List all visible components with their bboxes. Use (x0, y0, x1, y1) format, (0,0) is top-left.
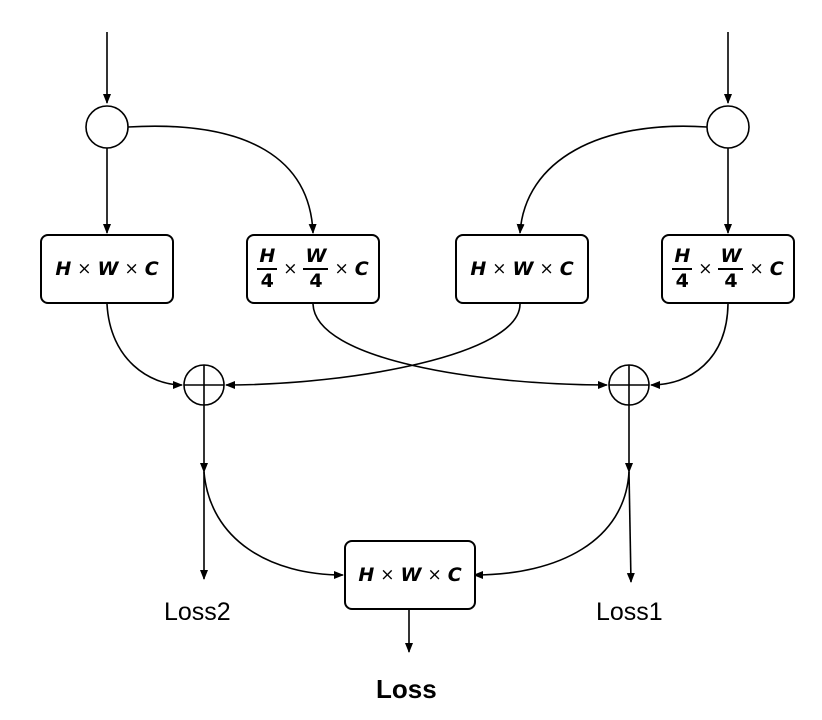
times-sign: × (749, 259, 764, 279)
dim-h: H (55, 258, 72, 280)
fraction-denominator: 4 (260, 270, 274, 292)
dim-c: C (354, 258, 369, 280)
times-sign: × (380, 565, 395, 585)
edge-right-to-center (473, 471, 630, 579)
dim-w: W (400, 564, 422, 586)
times-sign: × (77, 259, 92, 279)
dim-c: C (769, 258, 784, 280)
loss1-label: Loss1 (596, 598, 663, 626)
dim-h: H (358, 564, 375, 586)
fraction-numerator: H (257, 247, 278, 270)
dim-w: W (97, 258, 119, 280)
times-sign: × (539, 259, 554, 279)
fraction-numerator: H (672, 247, 693, 270)
dim-w: W (512, 258, 534, 280)
dim-h: H (470, 258, 487, 280)
edge-right-full-to-left-sum (225, 303, 521, 389)
split-node-left (85, 105, 129, 149)
fraction-denominator: 4 (309, 270, 323, 292)
dim-c: C (144, 258, 159, 280)
fraction-h: H 4 (257, 247, 278, 292)
times-sign: × (283, 259, 298, 279)
fraction-w: W 4 (303, 247, 329, 292)
dim-c: C (559, 258, 574, 280)
sum-node-left (183, 364, 225, 406)
split-node-right (706, 105, 750, 149)
edge-right-split-to-full (516, 125, 708, 234)
feature-box-left-full: H × W × C (40, 234, 174, 304)
edge-left-full-to-left-sum (106, 303, 183, 389)
fraction-denominator: 4 (724, 270, 738, 292)
feature-box-right-full: H × W × C (455, 234, 589, 304)
feature-box-right-quarter: H 4 × W 4 × C (661, 234, 795, 304)
edge-right-quarter-to-right-sum (650, 303, 729, 389)
fraction-numerator: W (718, 247, 744, 270)
feature-box-left-quarter: H 4 × W 4 × C (246, 234, 380, 304)
edge-left-quarter-to-right-sum (312, 303, 608, 389)
loss2-label: Loss2 (164, 598, 231, 626)
times-sign: × (698, 259, 713, 279)
times-sign: × (427, 565, 442, 585)
feature-box-center-full: H × W × C (344, 540, 476, 610)
sum-node-right (608, 364, 650, 406)
times-sign: × (334, 259, 349, 279)
dim-c: C (447, 564, 462, 586)
loss-label: Loss (376, 674, 437, 704)
fraction-h: H 4 (672, 247, 693, 292)
times-sign: × (492, 259, 507, 279)
edge-to-loss1 (626, 471, 635, 583)
fraction-w: W 4 (718, 247, 744, 292)
edge-left-to-center (203, 471, 344, 579)
edge-left-split-to-quarter (127, 125, 317, 234)
fraction-denominator: 4 (675, 270, 689, 292)
times-sign: × (124, 259, 139, 279)
fraction-numerator: W (303, 247, 329, 270)
